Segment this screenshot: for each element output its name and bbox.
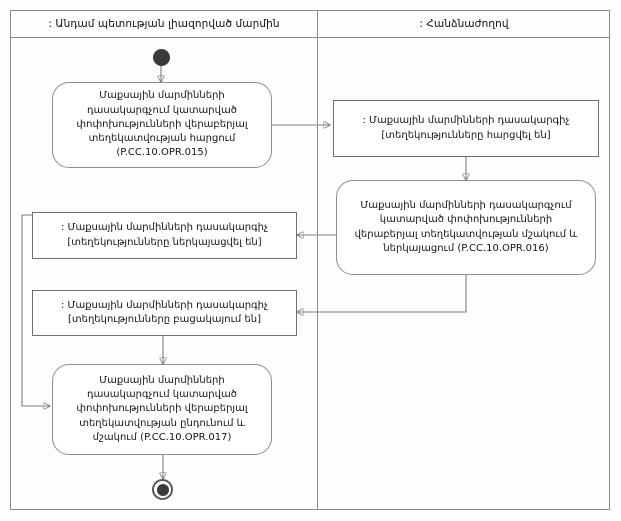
action-node-opr-017[interactable]: Մաքսային մարմինների դասակարգչում կատարվա… [52, 364, 272, 455]
initial-node [153, 49, 170, 66]
swimlane-header-divider [10, 37, 610, 38]
swimlane-vertical-divider [317, 10, 318, 510]
object-node-information-absent[interactable]: : Մաքսային մարմինների դասակարգիչ [տեղեկո… [32, 290, 297, 336]
swimlane-header-member-state: : Անդամ պետության լիազորված մարմին [48, 18, 280, 30]
action-node-opr-016[interactable]: Մաքսային մարմինների դասակարգչում կատարվա… [336, 180, 596, 275]
final-node [152, 479, 173, 500]
swimlane-header-commission: : Հանձնաժողով [419, 18, 509, 30]
swimlane-frame [10, 10, 610, 510]
action-node-opr-015[interactable]: Մաքսային մարմինների դասակարգչում կատարվա… [52, 82, 272, 168]
object-node-information-presented[interactable]: : Մաքսային մարմինների դասակարգիչ [տեղեկո… [32, 212, 297, 259]
object-node-information-requested[interactable]: : Մաքսային մարմինների դասակարգիչ [տեղեկո… [333, 100, 599, 157]
